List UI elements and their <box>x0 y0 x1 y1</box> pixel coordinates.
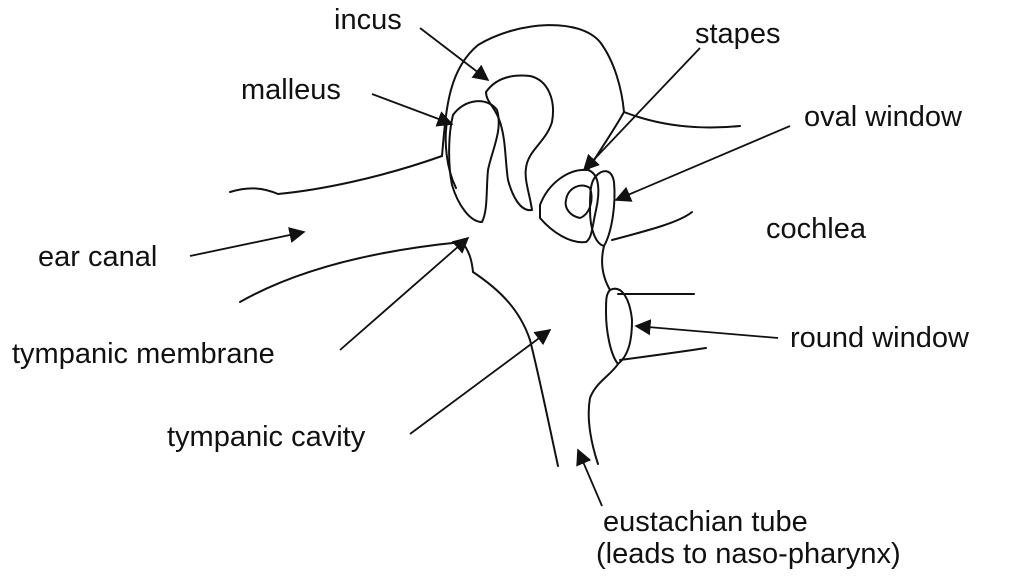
tympanic-membrane-label: tympanic membrane <box>12 337 275 371</box>
stapes-label: stapes <box>695 17 780 51</box>
stapes-inner <box>566 186 592 218</box>
eustachian-tube-arrow <box>578 450 602 506</box>
malleus-label: malleus <box>241 73 341 107</box>
ear-canal-upper-wall <box>230 156 442 194</box>
round-window-shape <box>606 289 632 364</box>
eustachian-tube-sublabel: (leads to naso-pharynx) <box>596 537 901 571</box>
ear-canal-label: ear canal <box>38 240 157 274</box>
middle-ear-dome <box>442 25 624 156</box>
tympanic-cavity-label: tympanic cavity <box>167 420 365 454</box>
oval-window-arrow <box>616 126 790 200</box>
malleus-shape <box>449 101 499 222</box>
eustachian-tube-label: eustachian tube <box>603 505 808 539</box>
tympanic-membrane-arrow <box>340 238 468 350</box>
round-window-label: round window <box>790 321 969 355</box>
stapes-arrow <box>584 48 700 170</box>
oval-window-shape <box>590 171 615 246</box>
round-window-arrow <box>636 326 778 338</box>
malleus-arrow <box>372 94 452 124</box>
ear-canal-lower-wall <box>240 242 473 302</box>
tympanic-cavity-arrow <box>410 330 550 434</box>
oval-window-label: oval window <box>804 100 962 134</box>
cochlea-label: cochlea <box>766 212 866 246</box>
round-window-lower-wall <box>620 348 706 360</box>
incus-arrow <box>420 28 488 80</box>
incus-label: incus <box>334 3 402 37</box>
tympanic-cavity-right-wall <box>589 364 618 464</box>
ear-canal-arrow <box>190 232 304 256</box>
inner-ear-roof <box>624 112 740 127</box>
oval-window-wall <box>612 212 692 240</box>
tympanic-cavity-left-wall <box>473 272 558 466</box>
cochlea-wall <box>602 246 610 290</box>
